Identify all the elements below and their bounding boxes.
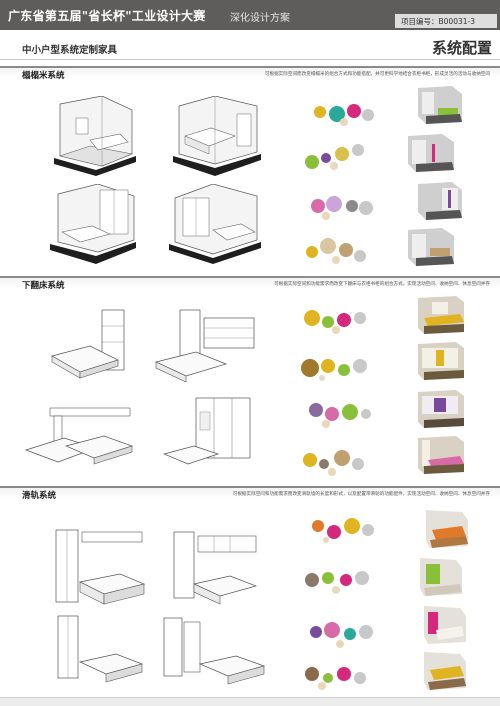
rail-sketch — [173, 531, 258, 605]
footer-strip — [0, 697, 500, 706]
render-thumbnail — [418, 436, 464, 474]
section-title: 滑轨系统 — [22, 491, 57, 501]
bed-sketch — [51, 309, 125, 379]
wardrobe-sketch — [162, 397, 251, 465]
render-thumbnail — [418, 342, 464, 380]
render-thumbnail — [418, 182, 462, 220]
rail-sketch — [163, 617, 266, 685]
section-bar: 下翻床系统 可根据实际空间和功能需求而改变下翻床与衣柜书柜的组合方式，实现活动空… — [0, 276, 500, 291]
color-palette — [309, 403, 371, 428]
page-header: 广东省第五届"省长杯"工业设计大赛 深化设计方案 项目编号：B00031-3 — [0, 0, 500, 30]
render-thumbnail — [418, 86, 462, 124]
render-thumbnail — [408, 134, 454, 172]
color-palette — [312, 518, 374, 543]
render-thumbnail — [408, 228, 454, 266]
section-description: 可根据实际空间和功能需求而改变下翻床与衣柜书柜的组合方式，实现活动空间、收纳空间… — [274, 282, 490, 287]
render-thumbnail — [426, 510, 468, 548]
rail-sketch — [57, 615, 144, 683]
sub-header: 中小户型系统定制家具 系统配置 — [0, 36, 500, 60]
section-foldbed: 下翻床系统 可根据实际空间和功能需求而改变下翻床与衣柜书柜的组合方式，实现活动空… — [0, 276, 500, 482]
product-title: 中小户型系统定制家具 — [22, 45, 118, 56]
color-palette — [310, 622, 373, 648]
color-palette — [305, 667, 366, 690]
color-palette — [305, 571, 369, 594]
room-sketch — [173, 96, 261, 176]
bed-sketch — [24, 407, 134, 465]
color-palette — [306, 238, 366, 264]
rail-sketch — [55, 529, 146, 605]
competition-title: 广东省第五届"省长杯"工业设计大赛 — [8, 9, 206, 23]
color-palette — [304, 310, 366, 334]
room-sketch — [50, 184, 136, 264]
section-title: 下翻床系统 — [22, 281, 65, 291]
color-palette — [305, 144, 364, 170]
section-bar: 滑轨系统 可根据实际空间和功能需求而改变滑轨墙的长度和形式，以及配置带滑轮的功能… — [0, 486, 500, 501]
room-sketch — [169, 184, 261, 264]
section-bar: 榻榻米系统 可根据实际空间而改变榻榻米的组合方式和功能搭配，并可更科学地结合衣柜… — [0, 66, 500, 81]
system-config-title: 系统配置 — [431, 39, 492, 57]
render-thumbnail — [418, 296, 464, 334]
color-palette — [311, 196, 373, 220]
room-sketch — [54, 96, 136, 176]
color-palette — [314, 104, 374, 126]
render-thumbnail — [418, 390, 464, 428]
render-thumbnail — [424, 606, 466, 644]
color-palette — [301, 359, 367, 381]
section-tatami: 榻榻米系统 可根据实际空间而改变榻榻米的组合方式和功能搭配，并可更科学地结合衣柜… — [0, 66, 500, 272]
project-code-box: 项目编号：B00031-3 — [395, 14, 497, 28]
project-code: 项目编号：B00031-3 — [401, 17, 475, 26]
render-thumbnail — [420, 558, 462, 596]
bed-sketch — [154, 309, 255, 383]
section-description: 可根据实际空间和功能需求而改变滑轨墙的长度和形式，以及配置带滑轮的功能配件，实现… — [232, 492, 490, 497]
plan-subtitle: 深化设计方案 — [230, 13, 290, 24]
section-title: 榻榻米系统 — [22, 71, 65, 81]
color-palette — [303, 450, 364, 476]
section-description: 可根据实际空间而改变榻榻米的组合方式和功能搭配，并可更科学地结合衣柜书柜，形成灵… — [264, 72, 490, 77]
render-thumbnail — [424, 652, 466, 690]
section-slide-rail: 滑轨系统 可根据实际空间和功能需求而改变滑轨墙的长度和形式，以及配置带滑轮的功能… — [0, 486, 500, 694]
